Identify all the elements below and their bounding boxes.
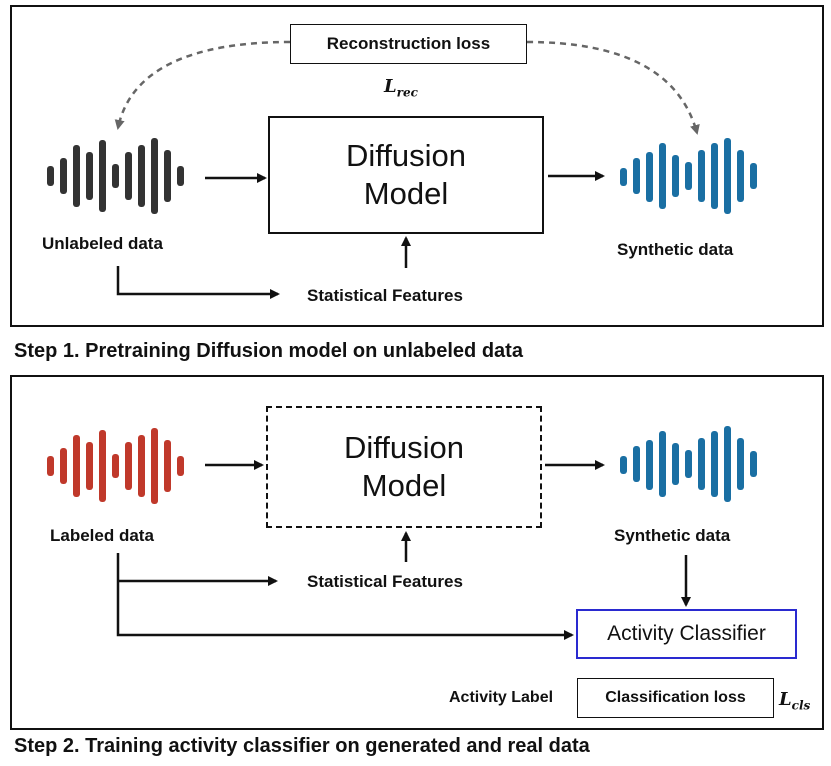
reconstruction-loss-box: Reconstruction loss (290, 24, 527, 64)
classification-loss-box: Classification loss (577, 678, 774, 718)
diffusion-model-box: Diffusion Model (268, 116, 544, 234)
arrow-unlabeled-to-features (116, 266, 280, 299)
activity-classifier-box: Activity Classifier (576, 609, 797, 659)
labeled-data-label: Labeled data (50, 526, 154, 545)
synthetic-waveform-step2 (620, 426, 757, 502)
reconstruction-loss-label: Reconstruction loss (326, 34, 491, 53)
classification-loss-label: Classification loss (605, 689, 746, 706)
diffusion-model-line2: Model (363, 176, 449, 211)
statistical-features-label-step1: Statistical Features (307, 286, 463, 305)
reconstruction-loss-symbol: Lrec (384, 76, 418, 100)
activity-classifier-label: Activity Classifier (607, 622, 766, 645)
labeled-waveform (47, 428, 184, 504)
classification-loss-symbol: Lcls (779, 689, 811, 713)
step1-panel (10, 5, 824, 327)
step1-caption: Step 1. Pretraining Diffusion model on u… (14, 340, 523, 362)
statistical-features-label-step2: Statistical Features (307, 572, 463, 591)
synthetic-data-label-step1: Synthetic data (617, 240, 734, 259)
step2-caption: Step 2. Training activity classifier on … (14, 735, 590, 757)
diffusion-model-line1-step2: Diffusion (343, 430, 465, 465)
arrow-labeled-to-classifier (116, 553, 574, 640)
reconstruction-arrow-left (114, 40, 291, 130)
step2-panel (10, 375, 824, 730)
diffusion-model-box-frozen: Diffusion Model (266, 406, 542, 528)
unlabeled-waveform (47, 138, 184, 214)
unlabeled-data-label: Unlabeled data (42, 234, 163, 253)
diffusion-model-line2-step2: Model (361, 468, 447, 503)
synthetic-data-label-step2: Synthetic data (614, 526, 731, 545)
reconstruction-arrow-right (526, 40, 700, 135)
activity-label-text: Activity Label (449, 689, 554, 706)
synthetic-waveform-step1 (620, 138, 757, 214)
diffusion-model-line1: Diffusion (345, 138, 467, 173)
